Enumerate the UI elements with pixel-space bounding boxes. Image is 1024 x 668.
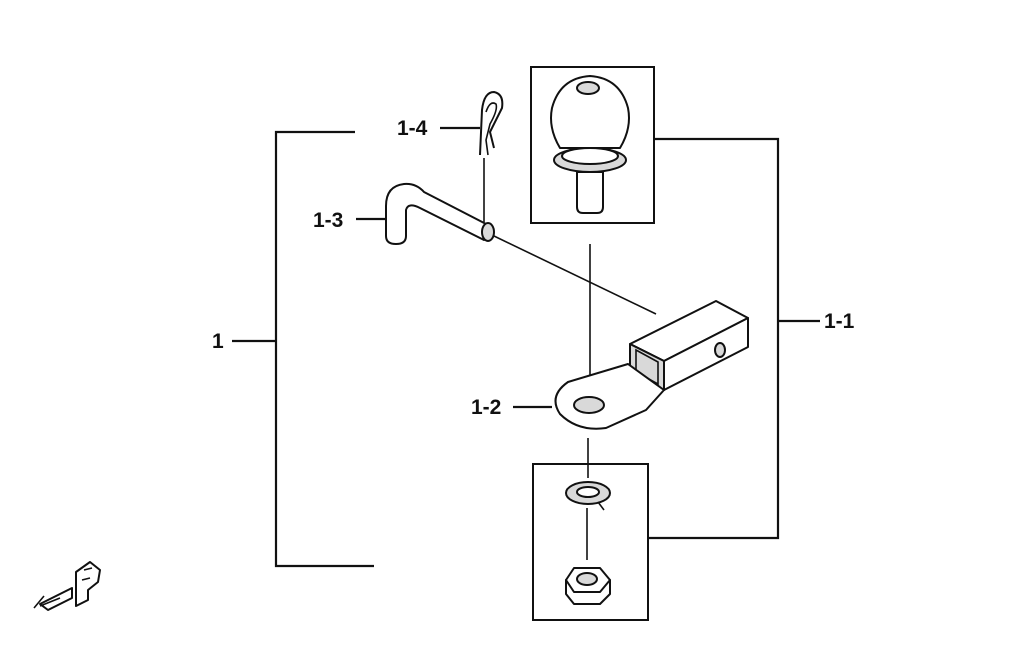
kit-bracket (648, 137, 820, 540)
hitch-ball-icon (550, 75, 630, 214)
callout-1-1: 1-1 (824, 310, 855, 333)
hex-nut-icon (565, 567, 611, 605)
callout-1-3: 1-3 (313, 209, 343, 232)
callout-1-2: 1-2 (471, 396, 501, 419)
callout-1: 1 (212, 330, 224, 353)
pin-insertion-line (493, 235, 657, 315)
nut-washer-box (532, 463, 649, 621)
lock-washer-icon (565, 481, 611, 511)
callout-1-4: 1-4 (397, 117, 428, 140)
drawbar-icon (554, 300, 749, 430)
pin-icon (385, 182, 495, 245)
hitch-ball-box (530, 66, 655, 224)
front-arrow-icon (33, 561, 101, 611)
assembly-bracket (232, 130, 374, 568)
clip-icon (479, 91, 504, 222)
